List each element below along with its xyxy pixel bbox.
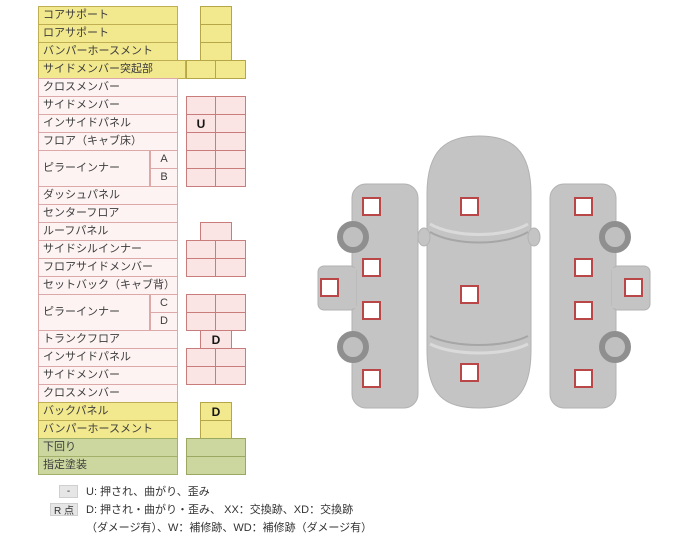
part-label: コアサポート: [38, 6, 178, 25]
part-cell[interactable]: [200, 24, 232, 43]
part-label: トランクフロア: [38, 330, 178, 349]
part-cell[interactable]: [215, 150, 246, 169]
damage-marker[interactable]: [574, 369, 593, 388]
part-cell[interactable]: [186, 96, 216, 115]
rear-window-line-2: [429, 342, 529, 355]
part-label: ダッシュパネル: [38, 186, 178, 205]
part-label: インサイドパネル: [38, 348, 178, 367]
legend-key-spacer: -: [38, 484, 78, 498]
part-sublabel: C: [150, 294, 178, 313]
part-cell[interactable]: [186, 456, 246, 475]
part-label: ルーフパネル: [38, 222, 178, 241]
legend-text: U: 押され、曲がり、歪み: [86, 486, 210, 498]
wheel-front-left-icon: [337, 221, 369, 253]
damage-marker[interactable]: [574, 258, 593, 277]
part-cell[interactable]: [215, 312, 246, 331]
part-cell[interactable]: [215, 168, 246, 187]
part-label: フロアサイドメンバー: [38, 258, 178, 277]
damage-marker[interactable]: [362, 301, 381, 320]
part-cell[interactable]: [215, 294, 246, 313]
part-label: サイドシルインナー: [38, 240, 178, 259]
windshield-line: [429, 222, 529, 236]
part-label: クロスメンバー: [38, 384, 178, 403]
part-cell[interactable]: [215, 60, 246, 79]
part-label: センターフロア: [38, 204, 178, 223]
wheel-rear-right-icon: [599, 331, 631, 363]
legend-key-box: R 点: [50, 502, 78, 517]
wheel-front-right-icon: [599, 221, 631, 253]
damage-marker[interactable]: [320, 278, 339, 297]
part-cell[interactable]: [186, 348, 216, 367]
part-cell[interactable]: [186, 366, 216, 385]
part-cell[interactable]: D: [200, 330, 232, 349]
part-label: 下回り: [38, 438, 178, 457]
right-mirror-top-icon: [527, 227, 541, 247]
car-top-view-body: [426, 135, 532, 409]
part-cell[interactable]: [186, 150, 216, 169]
part-cell[interactable]: [186, 240, 216, 259]
part-sublabel: A: [150, 150, 178, 169]
legend-row: - U: 押され、曲がり、歪み: [38, 483, 398, 499]
damage-marker[interactable]: [362, 369, 381, 388]
part-cell[interactable]: [215, 240, 246, 259]
part-sublabel: D: [150, 312, 178, 331]
part-cell[interactable]: [186, 312, 216, 331]
wheel-rear-left-icon: [337, 331, 369, 363]
damage-marker[interactable]: [624, 278, 643, 297]
damage-marker[interactable]: [362, 258, 381, 277]
part-cell[interactable]: [186, 294, 216, 313]
legend-text: D: 押され・曲がり・歪み、 XX：交換跡、XD：交換跡: [86, 504, 354, 516]
part-label: セットバック（キャブ背）: [38, 276, 178, 295]
part-sublabel: B: [150, 168, 178, 187]
rear-window-line: [429, 335, 529, 346]
part-cell[interactable]: [215, 114, 246, 133]
part-label: サイドメンバー: [38, 366, 178, 385]
part-cell[interactable]: [186, 60, 216, 79]
part-label: クロスメンバー: [38, 78, 178, 97]
legend: - U: 押され、曲がり、歪み R 点 D: 押され・曲がり・歪み、 XX：交換…: [38, 483, 398, 535]
part-label: バンパーホースメント: [38, 420, 178, 439]
part-cell[interactable]: [186, 168, 216, 187]
part-label: インサイドパネル: [38, 114, 178, 133]
part-cell[interactable]: U: [186, 114, 216, 133]
part-cell[interactable]: D: [200, 402, 232, 421]
part-label: サイドメンバー突起部: [38, 60, 186, 79]
legend-key-spacer: R 点: [38, 502, 78, 517]
part-cell[interactable]: [215, 258, 246, 277]
part-label: バンパーホースメント: [38, 42, 178, 61]
damage-marker[interactable]: [460, 285, 479, 304]
part-cell[interactable]: [200, 222, 232, 241]
part-cell[interactable]: [186, 438, 246, 457]
part-label: ピラーインナー: [38, 294, 150, 331]
right-side-mirror-join: [612, 268, 624, 308]
legend-key-box: -: [59, 484, 78, 498]
damage-marker[interactable]: [460, 197, 479, 216]
legend-row: R 点 D: 押され・曲がり・歪み、 XX：交換跡、XD：交換跡: [38, 501, 398, 517]
part-label: バックパネル: [38, 402, 178, 421]
part-cell[interactable]: [215, 96, 246, 115]
left-side-mirror-join: [344, 268, 356, 308]
part-label: 指定塗装: [38, 456, 178, 475]
part-cell[interactable]: [215, 132, 246, 151]
windshield-line-2: [429, 231, 529, 244]
part-cell[interactable]: [200, 420, 232, 439]
part-label: フロア（キャブ床）: [38, 132, 178, 151]
damage-marker[interactable]: [574, 197, 593, 216]
damage-marker[interactable]: [574, 301, 593, 320]
part-label: サイドメンバー: [38, 96, 178, 115]
part-cell[interactable]: [186, 132, 216, 151]
part-cell[interactable]: [200, 6, 232, 25]
damage-marker[interactable]: [362, 197, 381, 216]
damage-marker[interactable]: [460, 363, 479, 382]
part-label: ピラーインナー: [38, 150, 150, 187]
part-cell[interactable]: [200, 42, 232, 61]
part-cell[interactable]: [215, 348, 246, 367]
legend-text: （ダメージ有）、W：補修跡、WD：補修跡（ダメージ有）: [86, 522, 373, 534]
part-cell[interactable]: [186, 258, 216, 277]
part-cell[interactable]: [215, 366, 246, 385]
legend-row: （ダメージ有）、W：補修跡、WD：補修跡（ダメージ有）: [38, 519, 398, 535]
part-label: ロアサポート: [38, 24, 178, 43]
